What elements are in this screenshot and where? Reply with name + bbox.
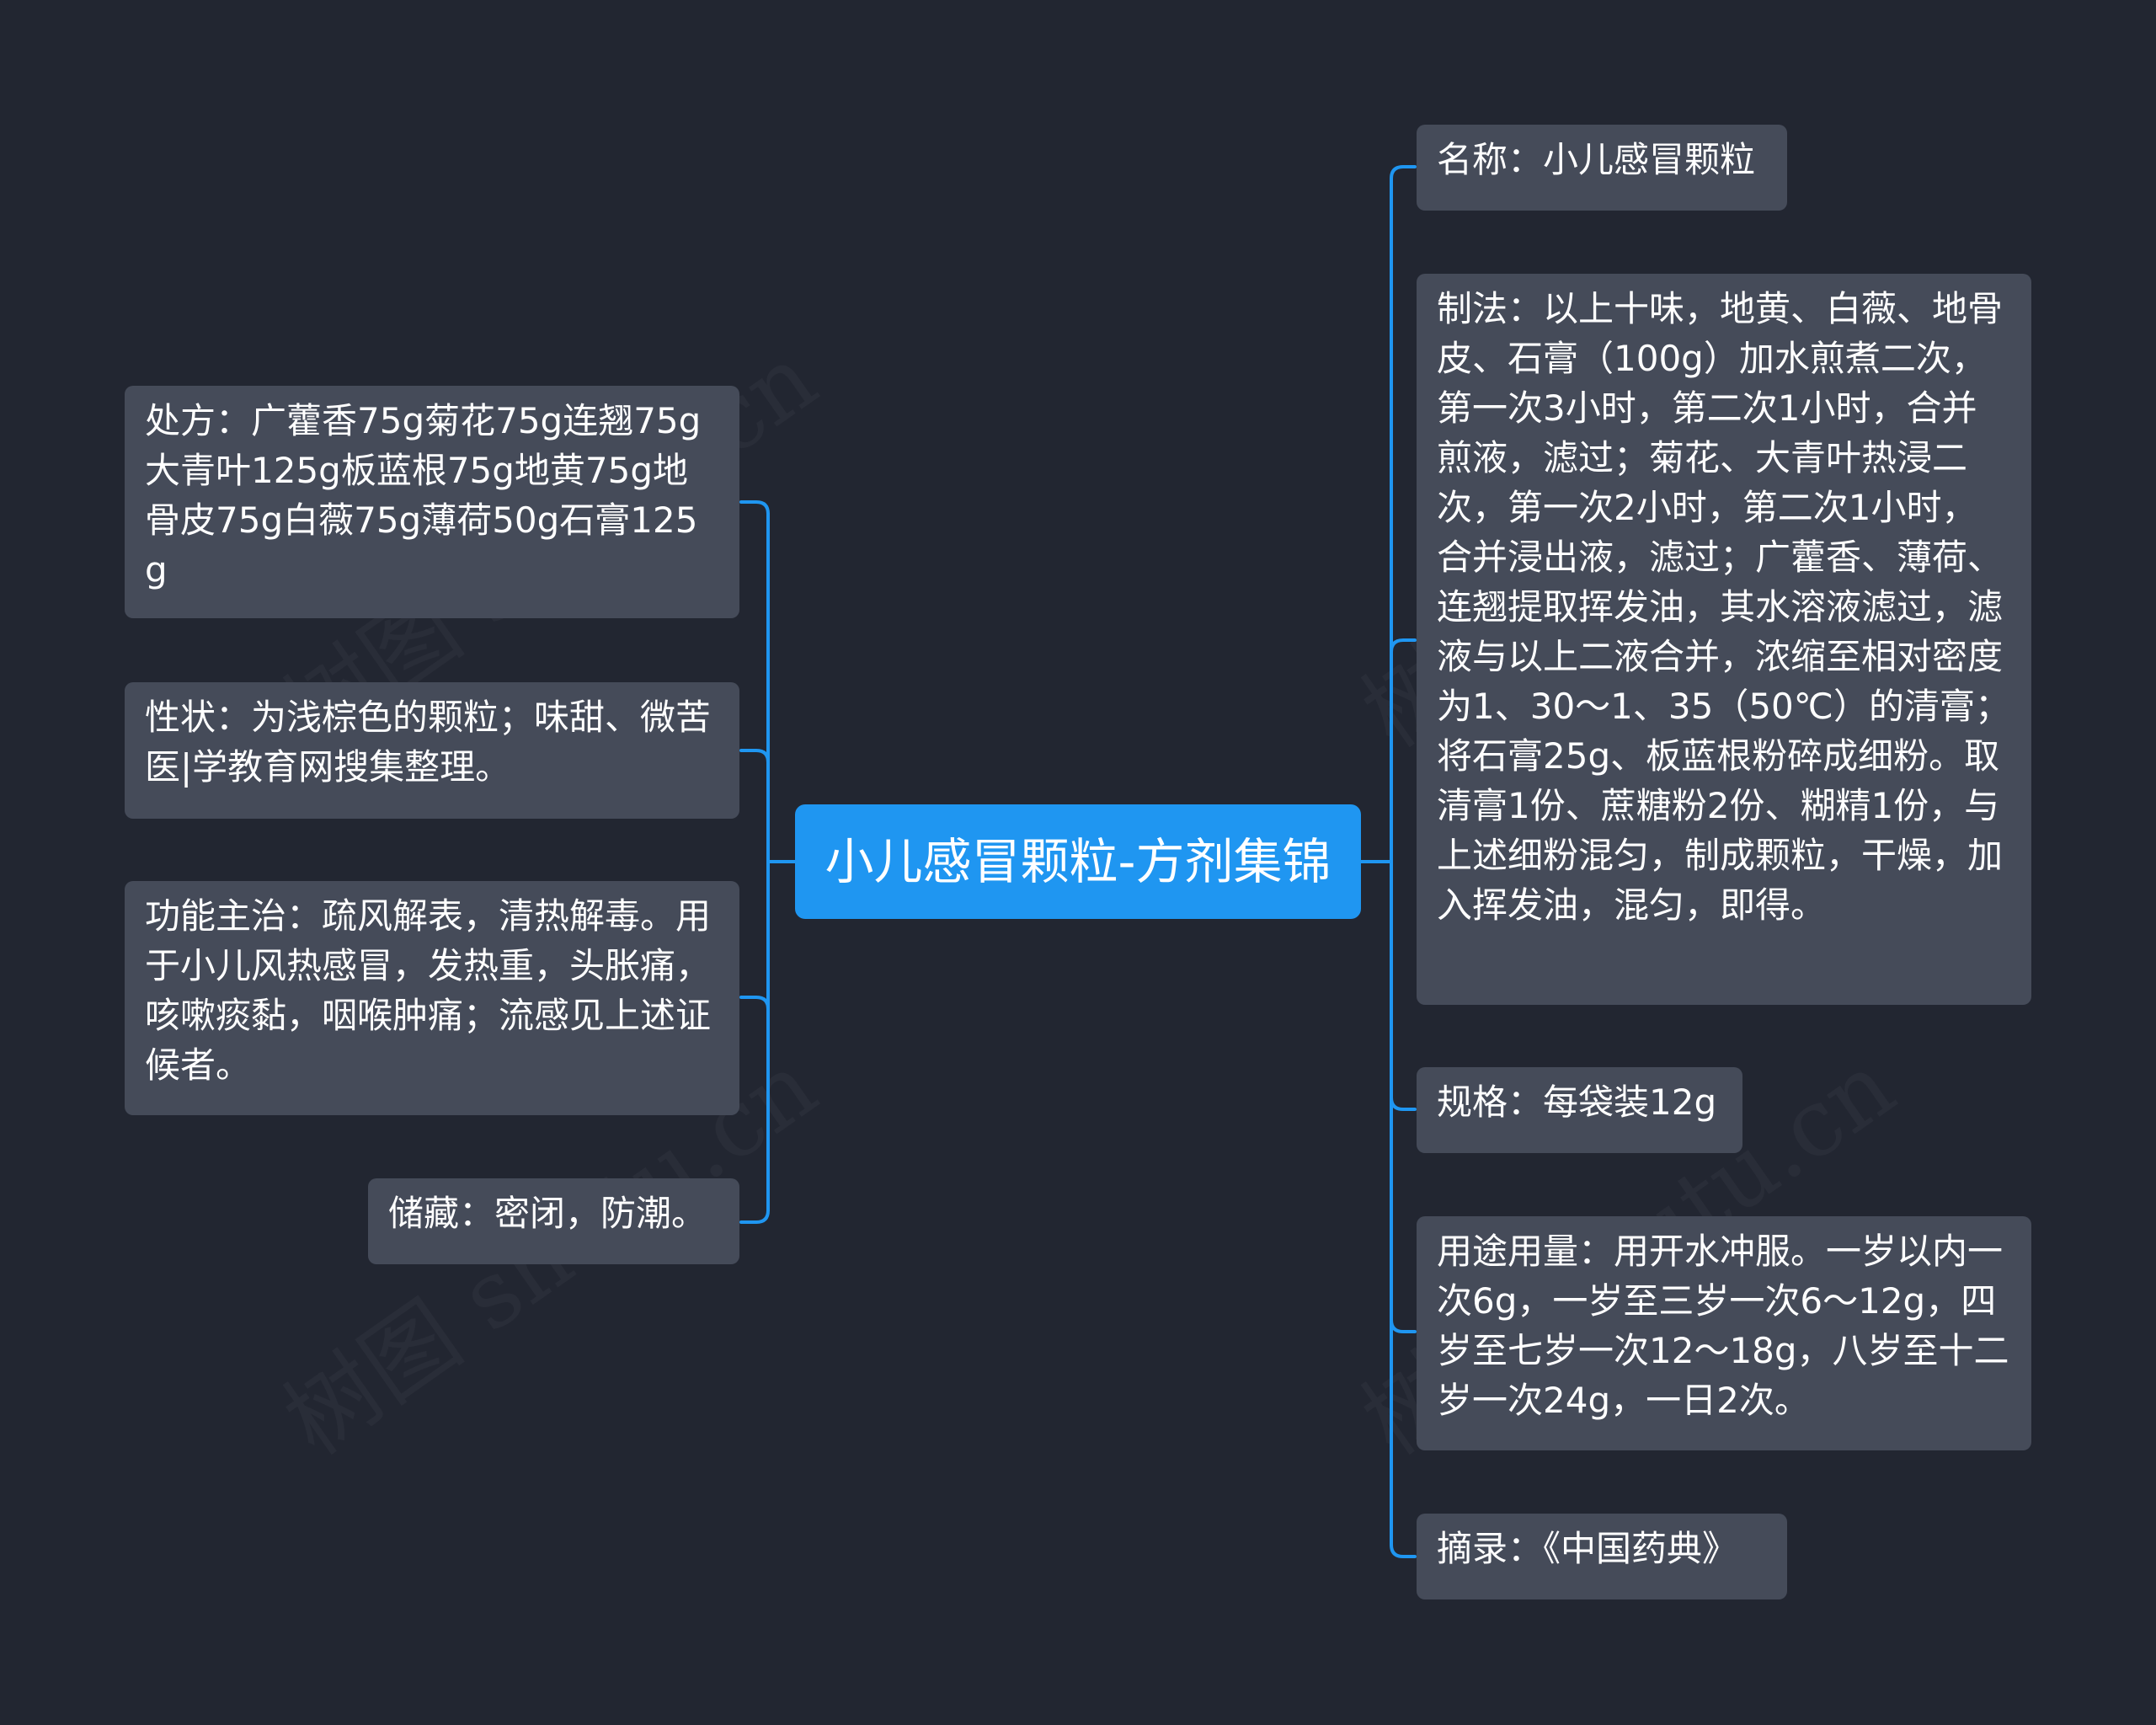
right-node-usage-dosage[interactable]: 用途用量：用开水冲服。一岁以内一次6g，一岁至三岁一次6～12g，四岁至七岁一次… <box>1417 1216 2031 1450</box>
central-topic[interactable]: 小儿感冒颗粒-方剂集锦 <box>795 804 1361 919</box>
node-label: 名称：小儿感冒颗粒 <box>1437 139 1756 180</box>
node-label: 规格：每袋装12g <box>1437 1081 1717 1123</box>
node-label: 用途用量：用开水冲服。一岁以内一次6g，一岁至三岁一次6～12g，四岁至七岁一次… <box>1437 1231 2009 1421</box>
left-node-properties[interactable]: 性状：为浅棕色的颗粒；味甜、微苦医|学教育网搜集整理。 <box>125 682 739 819</box>
connector-right-1 <box>1390 165 1417 180</box>
right-node-preparation[interactable]: 制法：以上十味，地黄、白薇、地骨皮、石膏（100g）加水煎煮二次，第一次3小时，… <box>1417 274 2031 1005</box>
left-node-indications[interactable]: 功能主治：疏风解表，清热解毒。用于小儿风热感冒，发热重，头胀痛，咳嗽痰黏，咽喉肿… <box>125 881 739 1115</box>
connector-right-4 <box>1390 1318 1417 1333</box>
node-label: 功能主治：疏风解表，清热解毒。用于小儿风热感冒，发热重，头胀痛，咳嗽痰黏，咽喉肿… <box>145 895 712 1086</box>
left-node-storage[interactable]: 储藏：密闭，防潮。 <box>368 1178 739 1264</box>
right-node-specification[interactable]: 规格：每袋装12g <box>1417 1067 1742 1153</box>
node-label: 摘录：《中国药典》 <box>1437 1528 1738 1569</box>
connector-right-5 <box>1390 1543 1417 1558</box>
connector-left-3 <box>739 996 770 1011</box>
node-label: 处方：广藿香75g菊花75g连翘75g大青叶125g板蓝根75g地黄75g地骨皮… <box>145 400 702 590</box>
connector-left-4 <box>739 1209 770 1224</box>
node-label: 制法：以上十味，地黄、白薇、地骨皮、石膏（100g）加水煎煮二次，第一次3小时，… <box>1437 288 2010 926</box>
left-node-prescription[interactable]: 处方：广藿香75g菊花75g连翘75g大青叶125g板蓝根75g地黄75g地骨皮… <box>125 386 739 618</box>
connector-right-2 <box>1390 638 1417 654</box>
connector-right-3 <box>1390 1096 1417 1111</box>
node-label: 储藏：密闭，防潮。 <box>388 1193 707 1234</box>
right-node-name[interactable]: 名称：小儿感冒颗粒 <box>1417 125 1787 211</box>
central-topic-label: 小儿感冒颗粒-方剂集锦 <box>825 833 1331 890</box>
connector-left-2 <box>739 749 770 764</box>
right-node-source[interactable]: 摘录：《中国药典》 <box>1417 1514 1787 1599</box>
node-label: 性状：为浅棕色的颗粒；味甜、微苦医|学教育网搜集整理。 <box>145 697 712 788</box>
connector-left-1 <box>739 500 770 515</box>
